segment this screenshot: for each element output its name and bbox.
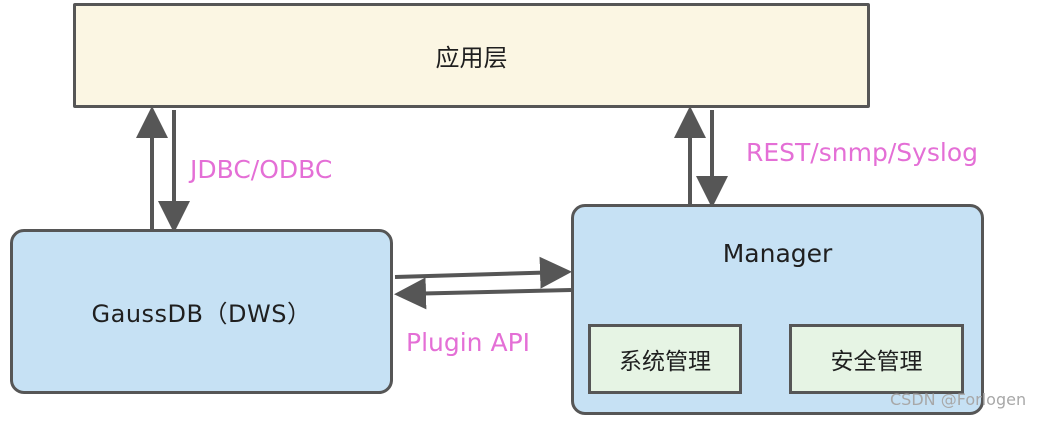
manager-title: Manager xyxy=(722,239,833,268)
app-layer-box: 应用层 xyxy=(73,3,870,108)
system-management-label: 系统管理 xyxy=(619,349,711,375)
security-management-label: 安全管理 xyxy=(830,349,923,375)
arrow-gauss-to-manager xyxy=(394,256,572,289)
gaussdb-box: GaussDB（DWS） xyxy=(10,229,393,394)
system-management-box: 系统管理 xyxy=(588,324,742,394)
gaussdb-label: GaussDB（DWS） xyxy=(91,300,312,328)
plugin-api-label: Plugin API xyxy=(406,328,531,357)
security-management-box: 安全管理 xyxy=(789,324,964,394)
jdbc-odbc-label: JDBC/ODBC xyxy=(190,155,333,184)
app-layer-label: 应用层 xyxy=(435,44,508,72)
arrow-manager-to-gauss xyxy=(394,277,572,310)
watermark: CSDN @Forlogen xyxy=(890,390,1027,409)
manager-box: Manager 系统管理 安全管理 xyxy=(571,204,984,415)
rest-snmp-syslog-label: REST/snmp/Syslog xyxy=(746,138,979,167)
